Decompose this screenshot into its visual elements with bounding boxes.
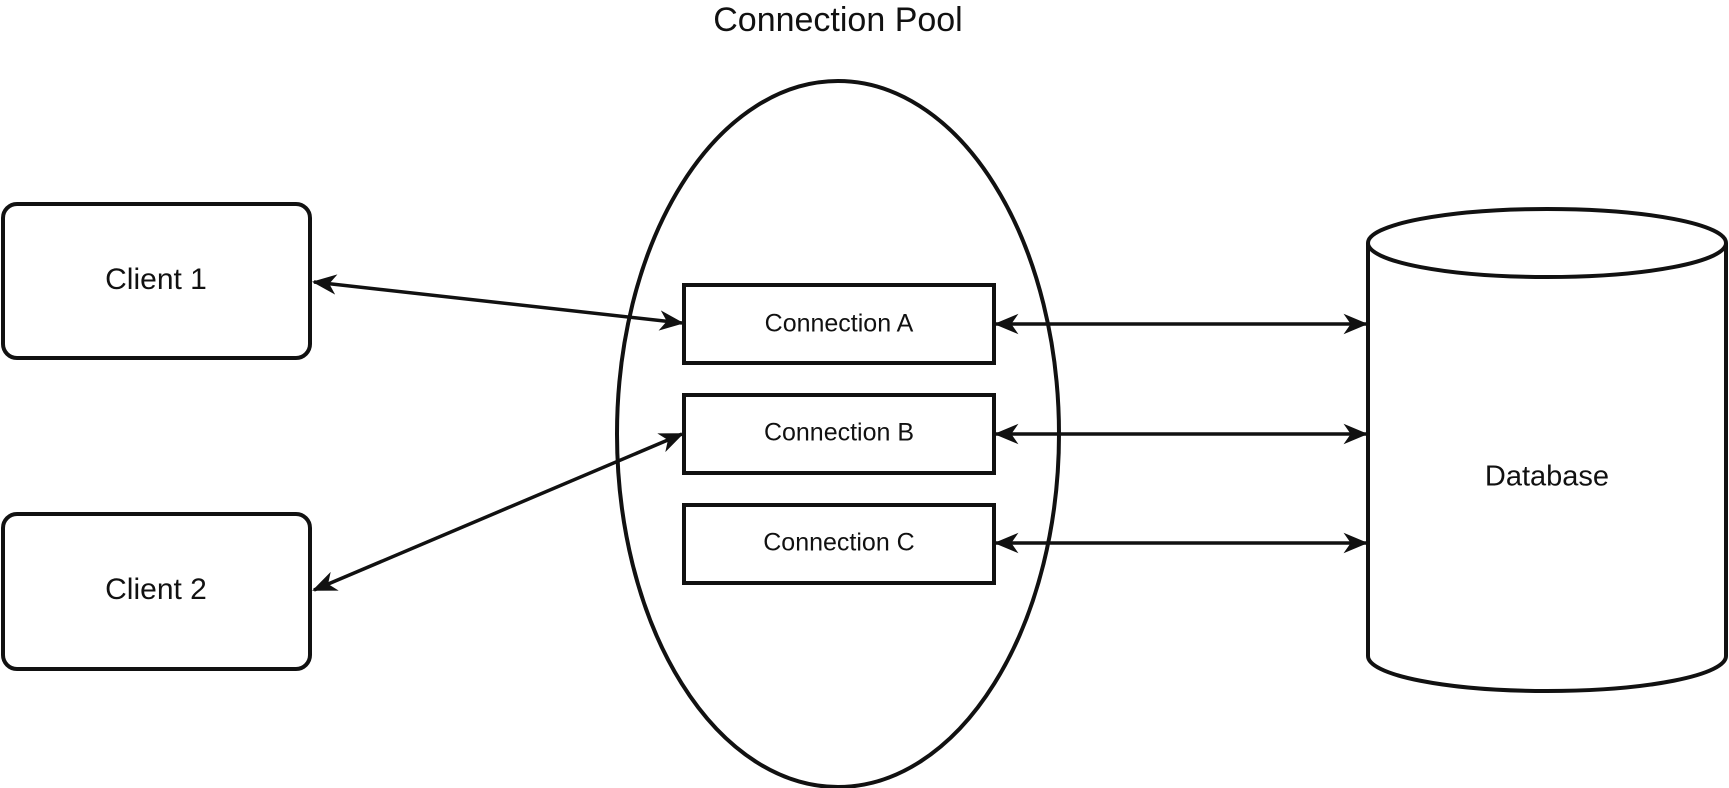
client-1-box: [1, 202, 312, 360]
database-cylinder-top: [1366, 207, 1728, 279]
client-1-label: Client 1: [105, 263, 207, 296]
client-2-box: [1, 512, 312, 671]
link-client-2-connection-b: [312, 432, 684, 592]
connection-b-label: Connection B: [764, 419, 914, 447]
database-node: Database: [1366, 207, 1728, 693]
connection-c-box: [682, 503, 996, 585]
client-2-label: Client 2: [105, 573, 207, 606]
client-2-node: Client 2: [1, 512, 312, 671]
connection-b-node: Connection B: [682, 393, 996, 475]
link-client-1-connection-a: [311, 274, 685, 331]
database-label: Database: [1485, 461, 1609, 493]
connection-a-node: Connection A: [682, 283, 996, 365]
connection-c-node: Connection C: [682, 503, 996, 585]
diagram-title: Connection Pool: [713, 1, 963, 39]
connection-a-label: Connection A: [765, 310, 914, 338]
connection-b-box: [682, 393, 996, 475]
client-1-node: Client 1: [1, 202, 312, 360]
connection-c-label: Connection C: [763, 529, 914, 557]
database-cylinder-body: [1366, 243, 1728, 693]
